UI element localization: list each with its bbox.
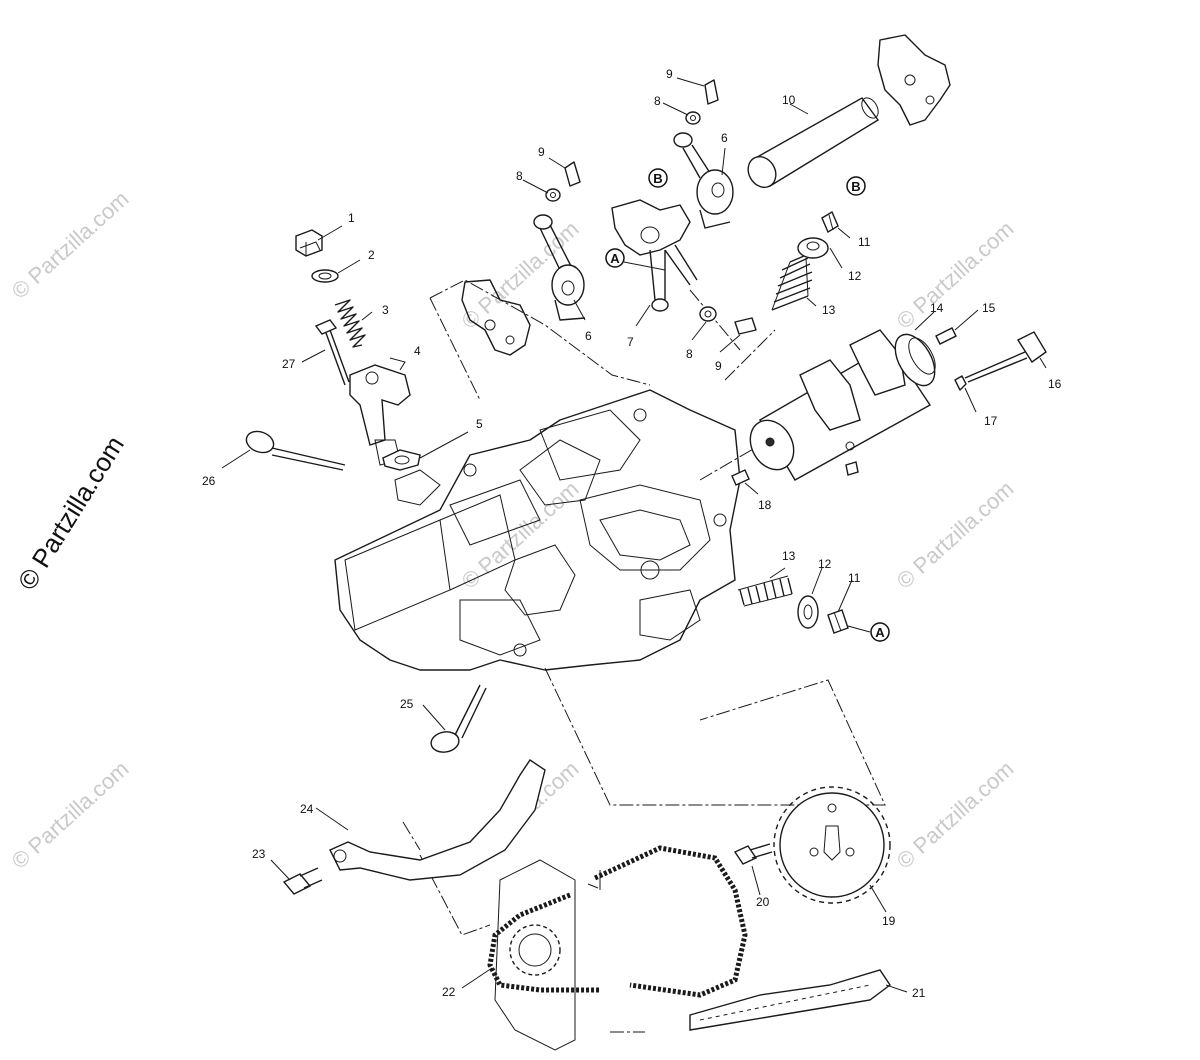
callout-17: 17 bbox=[984, 414, 998, 428]
watermark-mid-right: © Partzilla.com bbox=[892, 216, 1019, 334]
chain-guide bbox=[689, 969, 891, 1031]
callout-27: 27 bbox=[282, 357, 296, 371]
adjuster-screw-2 bbox=[704, 79, 719, 105]
adjuster-nut-3 bbox=[699, 306, 717, 322]
ref-marker-a-right: A bbox=[870, 622, 890, 642]
callout-15: 15 bbox=[982, 301, 996, 315]
assembly-guide-lines bbox=[402, 279, 886, 1033]
tensioner-gasket bbox=[382, 449, 421, 471]
callout-9-center: 9 bbox=[715, 359, 722, 373]
callout-14: 14 bbox=[930, 301, 944, 315]
head-bolt-hole-2 bbox=[633, 408, 647, 422]
rocker-arm-left bbox=[533, 214, 586, 321]
watermark-top-left: © Partzilla.com bbox=[7, 186, 134, 304]
callout-11-lower: 11 bbox=[848, 571, 861, 585]
ref-b-right-letter: B bbox=[851, 179, 860, 194]
intake-valve bbox=[430, 684, 487, 753]
camshaft-dowel-pin bbox=[935, 327, 957, 345]
callout-9-left: 9 bbox=[538, 145, 545, 159]
callout-20: 20 bbox=[756, 895, 770, 909]
ref-a-right-letter: A bbox=[875, 625, 885, 640]
spring-retainer-lower bbox=[797, 595, 819, 629]
callout-16: 16 bbox=[1048, 377, 1062, 391]
watermark-center: © Partzilla.com bbox=[457, 476, 584, 594]
callout-8-left: 8 bbox=[516, 169, 523, 183]
rocker-support-left bbox=[461, 279, 531, 356]
valve-keeper-upper bbox=[821, 210, 839, 234]
valve-keeper-lower bbox=[827, 609, 849, 634]
leader-lines bbox=[221, 77, 1047, 993]
watermark-bottom-left: © Partzilla.com bbox=[7, 756, 134, 874]
ref-marker-b-left: B bbox=[648, 168, 668, 188]
adjuster-nut-2 bbox=[685, 111, 701, 125]
callout-25: 25 bbox=[400, 697, 414, 711]
head-bolt-hole-3 bbox=[713, 513, 727, 527]
tensioner-bolt bbox=[314, 319, 350, 386]
adjuster-screw-1 bbox=[564, 161, 581, 187]
watermark-bottom-right: © Partzilla.com bbox=[892, 756, 1019, 874]
ref-marker-a-left: A bbox=[605, 248, 625, 268]
callout-3: 3 bbox=[382, 303, 389, 317]
head-bolt-hole-4 bbox=[513, 643, 527, 657]
sprocket-bolt bbox=[733, 843, 773, 865]
callout-12-lower: 12 bbox=[818, 557, 832, 571]
callout-10: 10 bbox=[782, 93, 796, 107]
callout-21: 21 bbox=[912, 986, 926, 1000]
plug-bolt bbox=[295, 229, 323, 257]
adjuster-screw-3 bbox=[734, 317, 757, 335]
rocker-shaft bbox=[747, 97, 880, 189]
callout-8-center: 8 bbox=[686, 347, 693, 361]
callout-9-top: 9 bbox=[666, 67, 673, 81]
callout-19: 19 bbox=[882, 914, 896, 928]
circlip bbox=[954, 375, 967, 391]
cam-sprocket bbox=[773, 786, 891, 904]
ref-marker-b-right: B bbox=[846, 176, 866, 196]
callout-6-right: 6 bbox=[721, 131, 728, 145]
valve-spring-upper bbox=[771, 255, 813, 311]
adjuster-nut-1 bbox=[545, 188, 561, 202]
watermark-right: © Partzilla.com bbox=[892, 476, 1019, 594]
callout-2: 2 bbox=[368, 248, 375, 262]
camshaft-sprocket-bolt bbox=[964, 331, 1047, 383]
valve-spring-lower bbox=[737, 575, 793, 607]
tensioner-blade bbox=[329, 759, 546, 881]
callout-13-lower: 13 bbox=[782, 549, 796, 563]
callout-13-upper: 13 bbox=[822, 303, 836, 317]
callout-8-top: 8 bbox=[654, 94, 661, 108]
callout-12-upper: 12 bbox=[848, 269, 862, 283]
callout-11-upper: 11 bbox=[858, 235, 871, 249]
camshaft bbox=[749, 329, 936, 481]
watermark-main: © Partzilla.com bbox=[12, 431, 130, 595]
timing-chain bbox=[487, 845, 748, 1051]
callout-23: 23 bbox=[252, 847, 266, 861]
exhaust-valve bbox=[245, 430, 346, 471]
callout-4: 4 bbox=[414, 344, 421, 358]
ref-b-left-letter: B bbox=[653, 171, 662, 186]
tensioner-spring bbox=[334, 299, 366, 348]
callout-24: 24 bbox=[300, 802, 314, 816]
callout-22: 22 bbox=[442, 985, 456, 999]
rocker-support-right bbox=[877, 34, 951, 126]
tensioner-pivot-bolt bbox=[282, 867, 323, 895]
head-bolt-hole-1 bbox=[463, 463, 477, 477]
sealing-washer bbox=[311, 269, 339, 283]
rocker-arm-right bbox=[673, 132, 734, 229]
callout-18: 18 bbox=[758, 498, 772, 512]
head-dowel-pin bbox=[731, 469, 750, 486]
callout-5: 5 bbox=[476, 417, 483, 431]
cylinder-head bbox=[334, 389, 741, 671]
spring-retainer-upper bbox=[797, 237, 829, 259]
ref-a-left-letter: A bbox=[610, 251, 620, 266]
head-bolt-hole-5 bbox=[640, 560, 660, 580]
callout-7: 7 bbox=[627, 335, 634, 349]
callout-labels: 1 2 3 4 5 6 6 7 8 8 8 9 9 9 10 11 11 12 … bbox=[202, 67, 1062, 1000]
callout-6-left: 6 bbox=[585, 329, 592, 343]
callout-26: 26 bbox=[202, 474, 216, 488]
rocker-arm-center bbox=[611, 199, 698, 312]
callout-1: 1 bbox=[348, 211, 355, 225]
